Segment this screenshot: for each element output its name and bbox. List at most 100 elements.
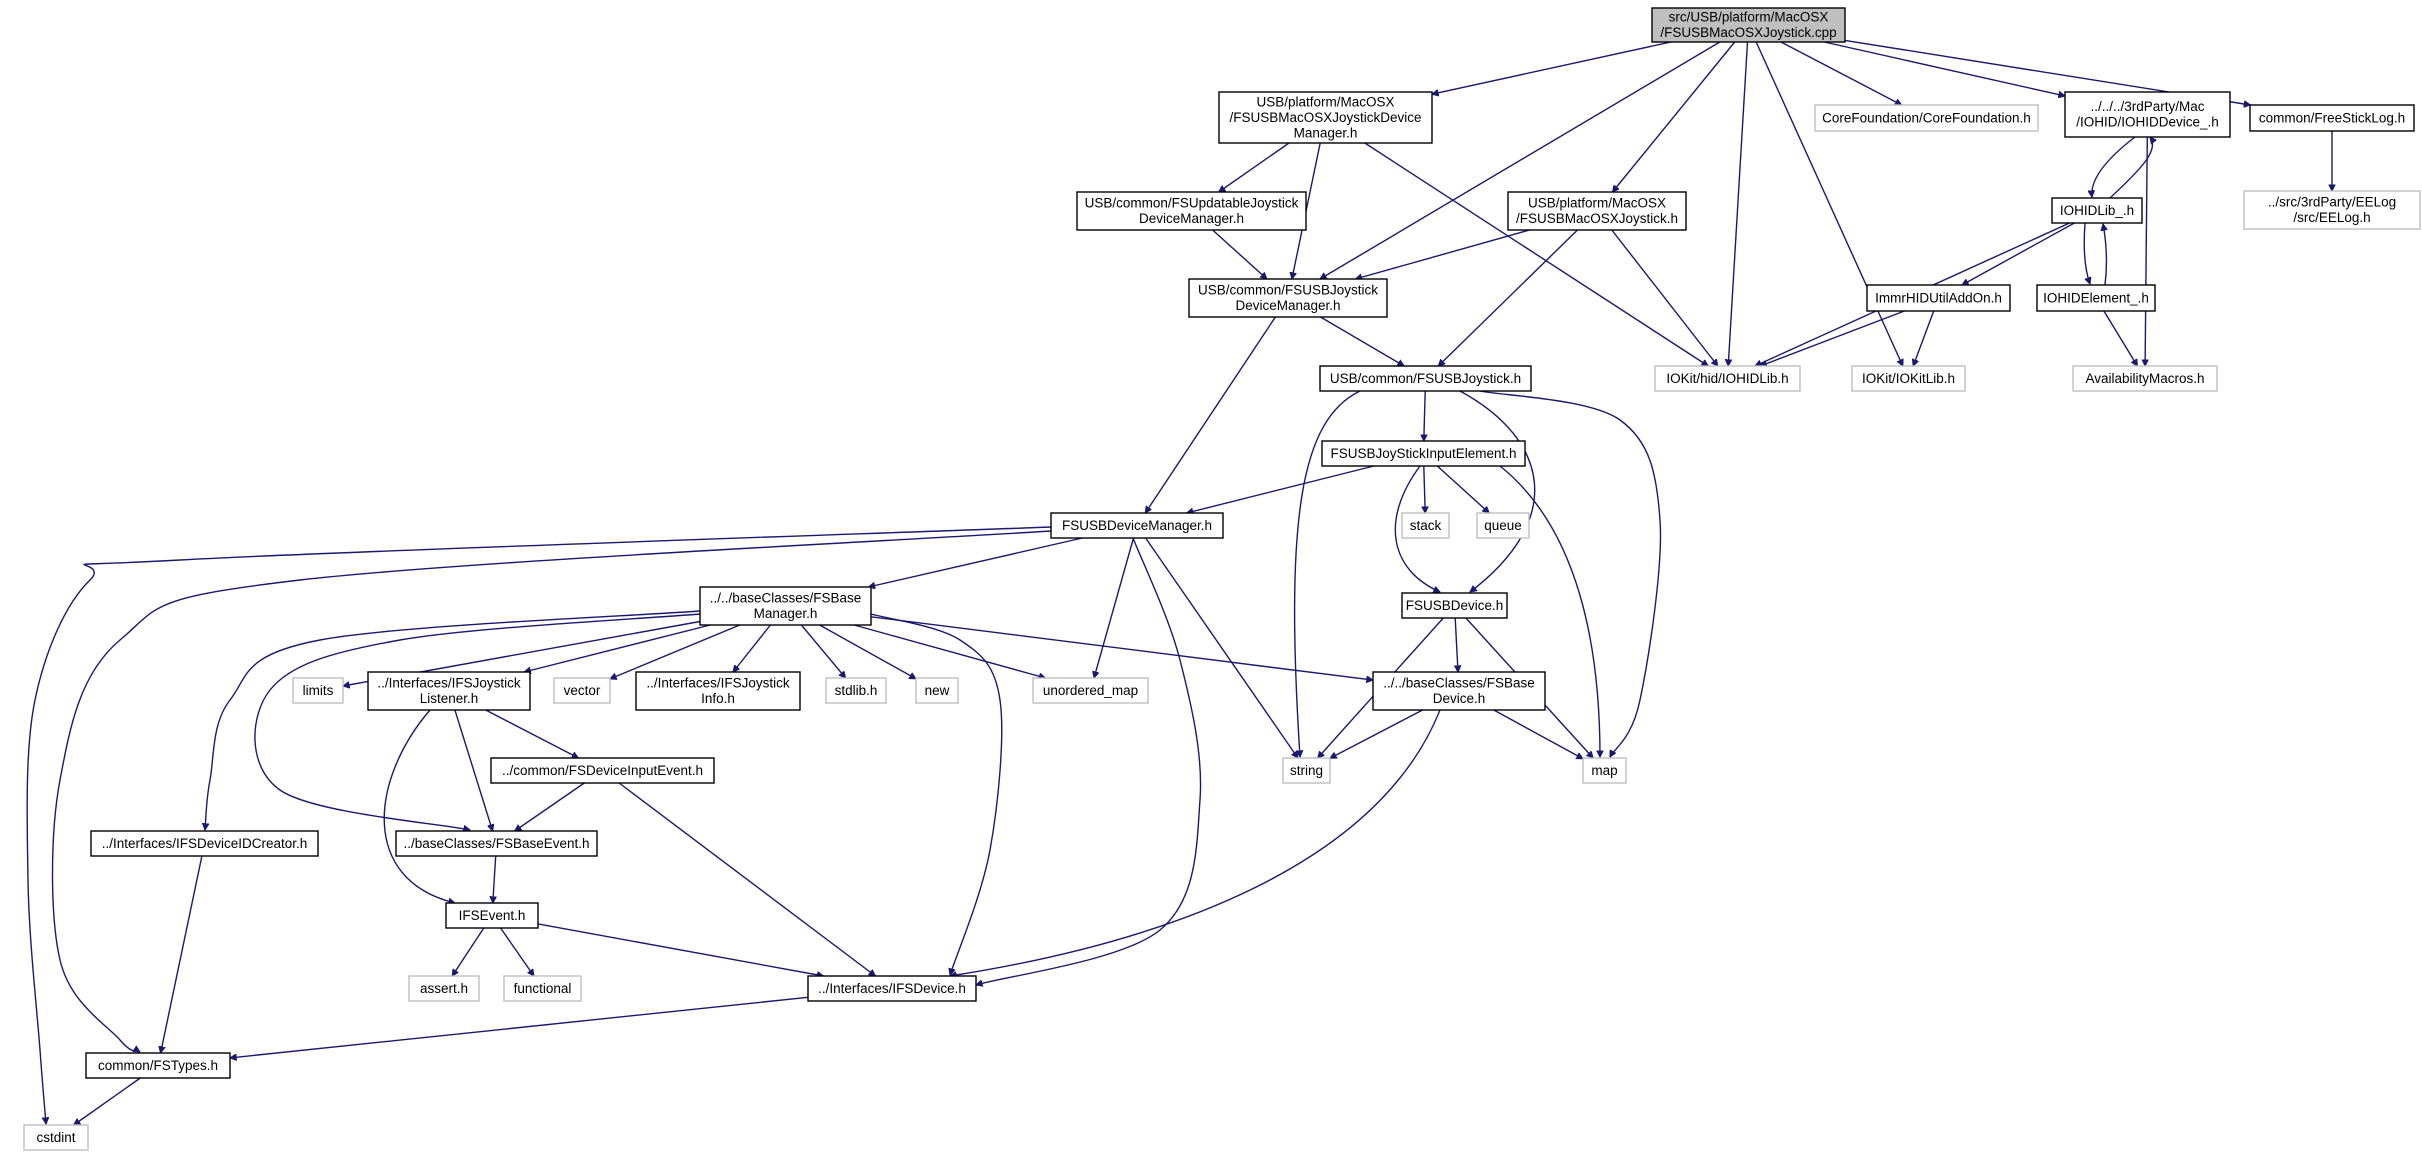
node-avail[interactable]: AvailabilityMacros.h — [2072, 365, 2218, 392]
edge-usbjoy-to-inputelem — [1424, 390, 1425, 441]
node-label: ImmrHIDUtilAddOn.h — [1875, 290, 2002, 305]
node-devidcreator[interactable]: ../Interfaces/IFSDeviceIDCreator.h — [90, 830, 319, 857]
node-usbjoy[interactable]: USB/common/FSUSBJoystick.h — [1319, 365, 1532, 392]
node-box — [807, 975, 977, 1002]
edge-usbdevice-to-basedevice — [1455, 617, 1458, 672]
node-box — [1654, 365, 1801, 392]
node-new[interactable]: new — [915, 677, 959, 704]
node-usbdevice[interactable]: FSUSBDevice.h — [1401, 592, 1508, 619]
node-ifsevent[interactable]: IFSEvent.h — [445, 902, 539, 929]
node-box — [1651, 7, 1846, 43]
edge-basemgr-to-stdlib — [800, 624, 845, 678]
edge-basedevice-to-map — [1493, 709, 1583, 760]
edge-osxjdm-to-updjdm — [1219, 142, 1290, 192]
node-stack[interactable]: stack — [1401, 512, 1450, 539]
node-label: common/FSTypes.h — [98, 1058, 218, 1073]
node-label: AvailabilityMacros.h — [2085, 371, 2204, 386]
node-root[interactable]: src/USB/platform/MacOSX/FSUSBMacOSXJoyst… — [1651, 7, 1846, 43]
node-string[interactable]: string — [1282, 757, 1331, 784]
edge-usbjoy-to-map — [1479, 390, 1662, 757]
node-stdlib[interactable]: stdlib.h — [825, 677, 887, 704]
edge-devmgr-to-fstypes — [51, 530, 1052, 1053]
edge-devidcreator-to-fstypes — [161, 855, 203, 1053]
node-iohidelem[interactable]: IOHIDElement_.h — [2036, 284, 2156, 312]
node-label: src/USB/platform/MacOSX — [1669, 10, 1829, 25]
node-iohiddevice[interactable]: ../../../3rdParty/Mac/IOHID/IOHIDDevice_… — [2064, 91, 2231, 138]
edge-root-to-corefound — [1780, 41, 1902, 106]
node-functional[interactable]: functional — [503, 975, 582, 1002]
node-box — [292, 677, 344, 704]
edge-updjdm-to-usbjdm — [1212, 229, 1267, 279]
node-osxjdm[interactable]: USB/platform/MacOSX/FSUSBMacOSXJoystickD… — [1218, 91, 1433, 144]
edge-iohidlib_-to-iohidelem — [2083, 222, 2090, 284]
nodes-layer: src/USB/platform/MacOSX/FSUSBMacOSXJoyst… — [23, 7, 2421, 1151]
edge-inputelem-to-stack — [1424, 465, 1425, 513]
node-box — [915, 677, 959, 704]
node-updjdm[interactable]: USB/common/FSUpdatableJoystickDeviceMana… — [1076, 191, 1307, 231]
edge-inputelem-to-queue — [1436, 465, 1489, 513]
node-box — [1076, 191, 1307, 231]
node-baseevent[interactable]: ../baseClasses/FSBaseEvent.h — [395, 830, 598, 857]
node-eelog[interactable]: ../src/3rdParty/EELog/src/EELog.h — [2243, 190, 2421, 230]
edge-devinputevent-to-baseevent — [515, 782, 585, 831]
node-iohidlib_[interactable]: IOHIDLib_.h — [2051, 197, 2143, 224]
edge-osxjoy-to-usbjoy — [1438, 229, 1578, 366]
node-iokitlib[interactable]: IOKit/IOKitLib.h — [1851, 365, 1966, 392]
node-box — [825, 677, 887, 704]
node-box — [2072, 365, 2218, 392]
node-umap[interactable]: unordered_map — [1032, 677, 1149, 704]
node-ifsdevice[interactable]: ../Interfaces/IFSDevice.h — [807, 975, 977, 1002]
node-label: IOKit/hid/IOHIDLib.h — [1666, 371, 1788, 386]
node-iohidlib[interactable]: IOKit/hid/IOHIDLib.h — [1654, 365, 1801, 392]
node-assert[interactable]: assert.h — [408, 975, 480, 1002]
edge-usbjdm-to-usbjoy — [1320, 316, 1405, 367]
node-label: cstdint — [36, 1130, 75, 1145]
node-devinputevent[interactable]: ../common/FSDeviceInputEvent.h — [490, 757, 715, 784]
node-label: USB/common/FSUSBJoystick — [1198, 283, 1378, 298]
node-immr[interactable]: ImmrHIDUtilAddOn.h — [1866, 284, 2011, 312]
node-map[interactable]: map — [1582, 757, 1627, 784]
node-limits[interactable]: limits — [292, 677, 344, 704]
edge-ifsdevice-to-fstypes — [230, 996, 809, 1058]
edge-devmgr-to-umap — [1094, 537, 1135, 678]
node-label: FSUSBDeviceManager.h — [1062, 518, 1212, 533]
node-label: functional — [514, 981, 572, 996]
edge-usbjoy-to-usbdevice — [1459, 390, 1536, 592]
node-cstdint[interactable]: cstdint — [23, 1124, 89, 1151]
node-devmgr[interactable]: FSUSBDeviceManager.h — [1050, 512, 1224, 539]
node-label: assert.h — [420, 981, 468, 996]
edge-ifsevent-to-functional — [500, 927, 534, 976]
node-osxjoy[interactable]: USB/platform/MacOSX/FSUSBMacOSXJoystick.… — [1507, 191, 1687, 231]
edge-inputelem-to-devmgr — [1187, 465, 1374, 513]
edge-immr-to-iokitlib — [1913, 310, 1935, 366]
node-box — [1476, 512, 1530, 539]
node-box — [1582, 757, 1627, 784]
node-label: FSUSBDevice.h — [1406, 598, 1504, 613]
node-fstypes[interactable]: common/FSTypes.h — [85, 1052, 231, 1079]
node-corefound[interactable]: CoreFoundation/CoreFoundation.h — [1814, 104, 2039, 132]
node-label: Manager.h — [754, 606, 818, 621]
node-label: ../Interfaces/IFSJoystick — [646, 676, 790, 691]
node-label: Listener.h — [420, 691, 479, 706]
node-queue[interactable]: queue — [1476, 512, 1530, 539]
node-box — [1218, 91, 1433, 144]
node-box — [490, 757, 715, 784]
node-inputelem[interactable]: FSUSBJoyStickInputElement.h — [1321, 440, 1526, 467]
node-box — [1401, 512, 1450, 539]
node-box — [2064, 91, 2231, 138]
node-freesticklog[interactable]: common/FreeStickLog.h — [2249, 104, 2415, 132]
node-box — [635, 671, 801, 711]
node-label: ../baseClasses/FSBaseEvent.h — [403, 836, 589, 851]
node-label: ../../baseClasses/FSBase — [1383, 676, 1535, 691]
node-vector[interactable]: vector — [553, 677, 611, 704]
node-box — [2249, 104, 2415, 132]
node-label: /FSUSBMacOSXJoystickDevice — [1229, 110, 1421, 125]
edge-basemgr-to-ifsdevice — [870, 613, 1003, 975]
node-box — [503, 975, 582, 1002]
edge-basemgr-to-jlistener — [524, 624, 711, 672]
